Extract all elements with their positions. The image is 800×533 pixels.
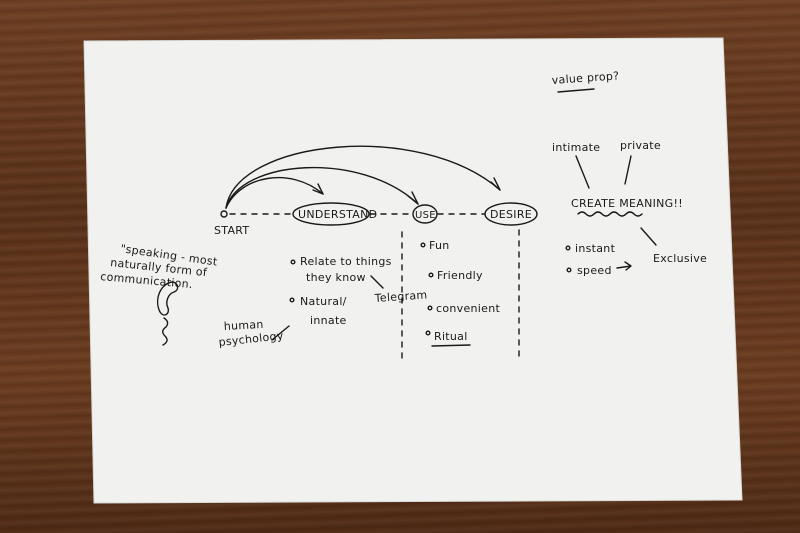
create-meaning-squiggle xyxy=(577,211,643,217)
desire-node xyxy=(484,202,538,226)
telegram-line xyxy=(370,275,384,289)
paper-sheet xyxy=(83,37,743,504)
intimate-arrow-line xyxy=(575,155,590,189)
natural-line-1: Natural/ xyxy=(300,295,347,308)
arc-to-use-head xyxy=(407,191,419,205)
understand-text: UNDERSTAND xyxy=(298,208,377,221)
speed-arrow xyxy=(616,261,632,271)
bullet-convenient xyxy=(427,305,433,311)
use-node xyxy=(412,204,438,224)
exclusive-text: Exclusive xyxy=(653,252,707,265)
bullet-instant xyxy=(565,245,571,251)
value-prop-text: value prop? xyxy=(551,69,619,87)
value-prop-underline xyxy=(557,88,595,93)
bullet-relate xyxy=(290,259,296,265)
relate-line-1: Relate to things xyxy=(300,255,392,268)
start-text: START xyxy=(214,224,249,237)
bullet-fun xyxy=(420,242,426,248)
bullet-speed xyxy=(566,267,572,273)
instant-text: instant xyxy=(575,242,616,255)
intimate-text: intimate xyxy=(552,141,600,154)
telegram-text: Telegram xyxy=(373,288,428,305)
ritual-underline xyxy=(431,344,471,347)
arc-to-desire xyxy=(225,145,501,209)
arc-to-understand-head xyxy=(312,183,324,195)
use-text: USE xyxy=(415,210,436,221)
ritual-text: Ritual xyxy=(434,330,468,343)
convenient-text: convenient xyxy=(436,302,500,315)
bullet-ritual xyxy=(425,330,431,336)
create-meaning-text: CREATE MEANING!! xyxy=(571,197,683,210)
fun-text: Fun xyxy=(429,239,450,252)
private-arrow-line xyxy=(624,155,632,185)
exclusive-line xyxy=(640,227,657,246)
arc-to-use xyxy=(225,166,419,209)
natural-line-2: innate xyxy=(310,314,347,327)
private-text: private xyxy=(620,139,661,152)
understand-node xyxy=(292,202,370,226)
relate-line-2: they know xyxy=(306,271,366,284)
human-line-1: human xyxy=(223,318,264,333)
bullet-friendly xyxy=(428,272,434,278)
human-line xyxy=(271,325,290,341)
start-node xyxy=(220,210,228,218)
phone-icon xyxy=(156,281,179,346)
friendly-text: Friendly xyxy=(437,269,483,282)
arc-to-desire-head xyxy=(490,177,501,191)
desire-text: DESIRE xyxy=(490,208,532,221)
speed-text: speed xyxy=(577,264,612,277)
arc-to-understand xyxy=(225,176,324,209)
bullet-natural xyxy=(289,297,295,303)
